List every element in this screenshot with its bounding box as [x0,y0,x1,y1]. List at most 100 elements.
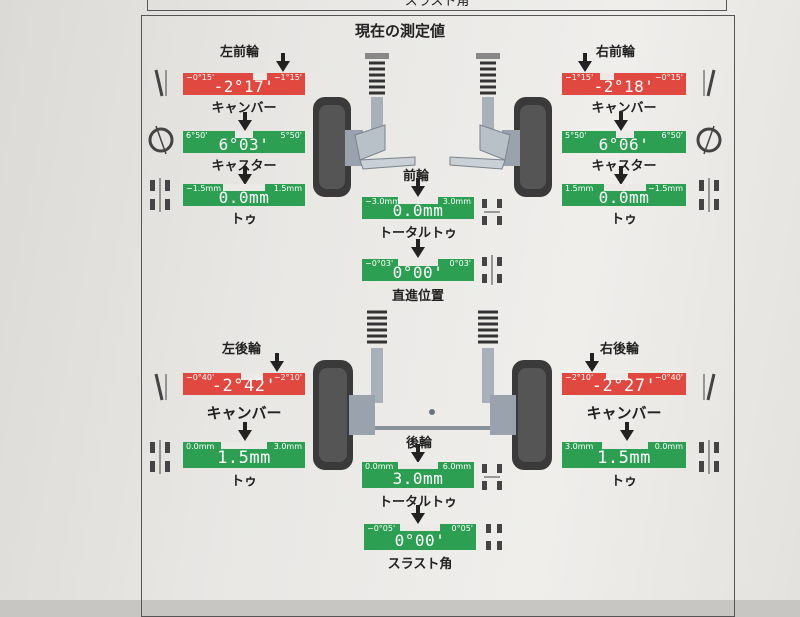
straight-ahead-max: 0°03' [449,259,471,268]
rear-axle-label: 後輪 [406,436,433,451]
thrust-angle-value: 0°00' [394,531,446,550]
fr-camber-min: −1°15' [565,73,594,82]
fr-camber-value: -2°18' [593,77,655,96]
camber-right-icon [703,69,716,97]
fl-toe-caption: トゥ [230,212,257,227]
rl-toe-caption: トゥ [230,474,257,489]
thrust-angle-max: 0°05' [451,524,473,533]
caster-right-icon [696,125,722,155]
front-total-toe-max: 3.0mm [442,197,471,206]
fl-caster-max: 5°50' [280,131,302,140]
fl-camber-gauge: −0°15' −1°15' -2°17' [183,73,305,95]
fr-camber-caption: キャンバー [591,101,657,116]
front-left-wheel-label: 左前輪 [220,45,260,60]
rl-camber-value: -2°42' [211,376,277,396]
straight-ahead-min: −0°03' [365,259,394,268]
fr-camber-gauge: −1°15' −0°15' -2°18' [562,73,686,95]
fr-caster-caption: キャスター [591,159,657,174]
fl-camber-max: −1°15' [273,73,302,82]
fl-camber-min: −0°15' [186,73,215,82]
thrust-angle-caption: スラスト角 [387,557,453,572]
rl-toe-arrow [238,422,252,441]
rl-toe-max: 3.0mm [273,442,302,451]
previous-page-section: スラスト角 [147,0,727,11]
fr-camber-arrow [578,53,592,72]
rear-suspension-illustration [313,310,552,470]
front-total-toe-value: 0.0mm [392,201,444,220]
rr-camber-min: −2°10' [565,373,594,382]
fr-caster-arrow [614,112,628,131]
rear-toe-left-icon [150,440,170,474]
fr-toe-gauge: 1.5mm −1.5mm 0.0mm [562,184,686,206]
rl-camber-gauge: −0°40' −2°10' -2°42' [183,373,305,395]
rl-toe-gauge: 0.0mm 3.0mm 1.5mm [183,442,305,468]
caster-left-icon [148,125,174,155]
rear-camber-right-icon [703,373,716,401]
fl-toe-min: −1.5mm [186,184,222,193]
camber-left-icon [154,69,167,97]
front-right-wheel-label: 右前輪 [596,45,636,60]
front-right-suspension-illustration [449,53,552,197]
front-total-toe-icon [482,199,502,225]
rl-camber-arrow [270,353,284,372]
front-total-toe-caption: トータルトゥ [378,226,457,241]
fr-camber-max: −0°15' [654,73,683,82]
straight-ahead-caption: 直進位置 [391,289,444,304]
fr-toe-caption: トゥ [610,212,637,227]
fr-caster-min: 5°50' [565,131,587,140]
fl-caster-gauge: 6°50' 5°50' 6°03' [183,131,305,153]
report-title: 現在の測定値 [354,22,445,40]
rear-total-toe-gauge: 0.0mm 6.0mm 3.0mm [362,462,474,488]
rr-camber-gauge: −2°10' −0°40' -2°27' [562,373,686,395]
thrust-angle-min: −0°05' [367,524,396,533]
rr-toe-caption: トゥ [610,474,637,489]
fr-caster-gauge: 5°50' 6°50' 6°06' [562,131,686,153]
rl-camber-min: −0°40' [186,373,215,382]
thrust-angle-gauge: −0°05' 0°05' 0°00' [364,524,476,550]
fl-toe-value: 0.0mm [218,188,270,207]
rr-toe-min: 3.0mm [565,442,594,451]
fr-toe-min: 1.5mm [565,184,594,193]
rr-toe-max: 0.0mm [654,442,683,451]
front-total-toe-gauge: −3.0mm 3.0mm 0.0mm [362,197,474,219]
front-left-suspension-illustration [313,53,416,197]
rr-toe-value: 1.5mm [597,448,651,468]
rr-camber-max: −0°40' [654,373,683,382]
fl-caster-value: 6°03' [218,135,270,154]
rear-right-wheel-label: 右後輪 [600,342,640,357]
fr-toe-arrow [614,166,628,185]
rr-camber-caption: キャンバー [586,404,662,422]
rl-toe-value: 1.5mm [217,448,271,468]
straight-ahead-arrow [411,239,425,258]
rear-total-toe-icon [482,464,502,490]
fl-camber-arrow [276,53,290,72]
straight-ahead-gauge: −0°03' 0°03' 0°00' [362,259,474,281]
rear-left-wheel-label: 左後輪 [222,342,262,357]
toe-left-icon [150,178,170,212]
rear-total-toe-caption: トータルトゥ [378,495,457,510]
straight-ahead-value: 0°00' [392,263,444,282]
fr-toe-value: 0.0mm [598,188,650,207]
fl-caster-arrow [238,112,252,131]
fr-caster-value: 6°06' [598,135,650,154]
rear-total-toe-value: 3.0mm [392,469,444,488]
thrust-angle-arrow [411,505,425,524]
fl-toe-arrow [238,166,252,185]
straight-ahead-icon [482,255,502,285]
front-total-toe-arrow [411,178,425,197]
rear-camber-left-icon [154,373,167,401]
fl-toe-gauge: −1.5mm 1.5mm 0.0mm [183,184,305,206]
fl-caster-min: 6°50' [186,131,208,140]
rl-toe-min: 0.0mm [186,442,215,451]
cutoff-label: スラスト角 [404,0,470,9]
fl-toe-max: 1.5mm [273,184,302,193]
fr-toe-max: −1.5mm [647,184,683,193]
thrust-angle-icon [486,524,502,550]
rr-toe-gauge: 3.0mm 0.0mm 1.5mm [562,442,686,468]
rear-total-toe-arrow [411,444,425,463]
rr-camber-value: -2°27' [591,376,657,396]
fr-caster-max: 6°50' [661,131,683,140]
front-total-toe-min: −3.0mm [365,197,401,206]
rr-camber-arrow [585,353,599,372]
